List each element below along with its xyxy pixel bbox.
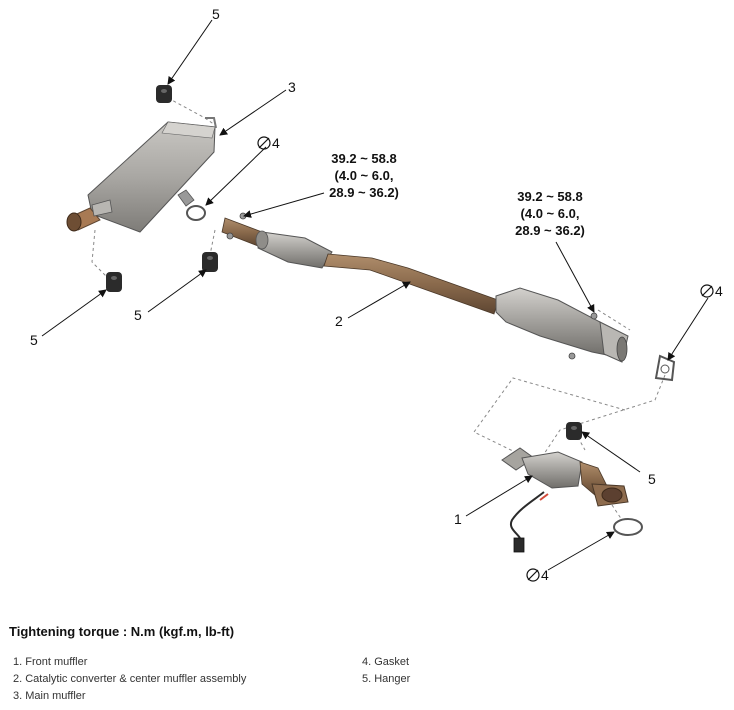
hanger-right (566, 422, 582, 440)
legend-item: 2. Catalytic converter & center muffler … (13, 673, 247, 685)
callout-4-right-number: 4 (715, 283, 723, 299)
torque-spec-line: (4.0 ~ 6.0, (335, 168, 394, 183)
callout-2: 2 (335, 313, 343, 329)
torque-spec-right: 39.2 ~ 58.8 (4.0 ~ 6.0, 28.9 ~ 36.2) (515, 189, 585, 238)
legend-item: 4. Gasket (362, 656, 410, 668)
legend-item: 5. Hanger (362, 673, 411, 685)
gasket-lower (613, 518, 643, 536)
legend-item: 3. Main muffler (13, 690, 86, 702)
callout-5-mid: 5 (134, 307, 142, 323)
front-muffler (501, 447, 629, 553)
exhaust-system-diagram: 5 3 5 5 2 5 1 4 4 4 39.2 ~ 58.8 (4.0 ~ 6… (30, 6, 723, 583)
callout-5-left: 5 (30, 332, 38, 348)
hanger-left (106, 272, 122, 292)
callout-4-right: 4 (700, 283, 723, 299)
torque-spec-line: 39.2 ~ 58.8 (331, 151, 396, 166)
legend-title: Tightening torque : N.m (kgf.m, lb-ft) (9, 624, 235, 639)
legend-item: 1. Front muffler (13, 656, 88, 668)
main-muffler (66, 117, 217, 233)
legend: Tightening torque : N.m (kgf.m, lb-ft) 1… (0, 618, 734, 710)
callout-5-right: 5 (648, 471, 656, 487)
gasket-right (654, 354, 676, 382)
gasket-upper (186, 205, 206, 221)
do-not-reuse-icon (526, 568, 540, 582)
do-not-reuse-icon (700, 284, 714, 298)
catalytic-converter-center-muffler-assembly (221, 212, 629, 363)
torque-spec-center: 39.2 ~ 58.8 (4.0 ~ 6.0, 28.9 ~ 36.2) (329, 151, 399, 200)
torque-spec-line: 39.2 ~ 58.8 (517, 189, 582, 204)
torque-spec-line: (4.0 ~ 6.0, (521, 206, 580, 221)
callout-1: 1 (454, 511, 462, 527)
do-not-reuse-icon (257, 136, 271, 150)
torque-spec-line: 28.9 ~ 36.2) (515, 223, 585, 238)
callout-4-top: 4 (257, 135, 280, 151)
hanger-mid (202, 252, 218, 272)
leader-lines (41, 19, 709, 571)
hanger-top (156, 85, 172, 103)
callout-3: 3 (288, 79, 296, 95)
callout-5-top: 5 (212, 6, 220, 22)
callout-4-top-number: 4 (272, 135, 280, 151)
callout-4-bottom: 4 (526, 567, 549, 583)
callout-4-bottom-number: 4 (541, 567, 549, 583)
torque-spec-line: 28.9 ~ 36.2) (329, 185, 399, 200)
